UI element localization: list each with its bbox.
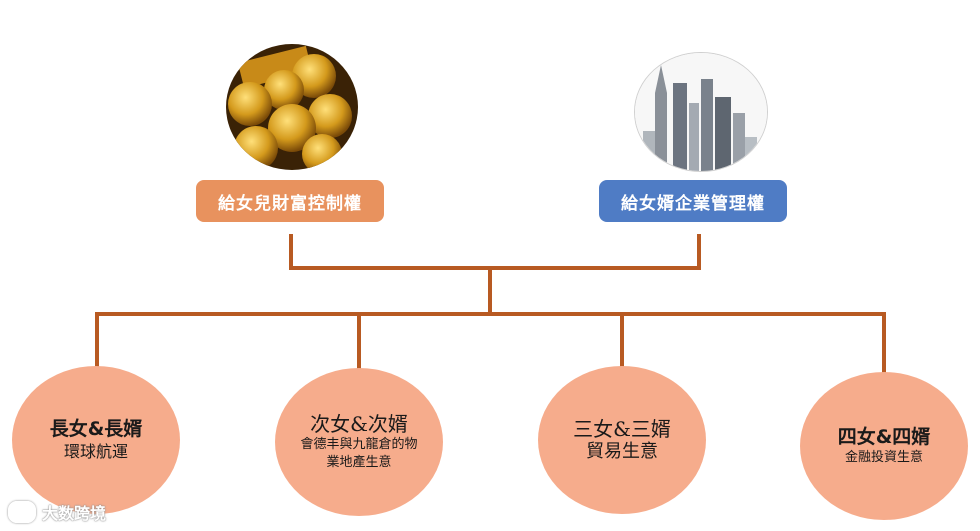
gold-coins-image bbox=[226, 44, 358, 170]
child-node-1: 長女&長婿 環球航運 bbox=[12, 366, 180, 514]
child-business: 貿易生意 bbox=[586, 441, 658, 462]
watermark-text: 大数跨境 bbox=[42, 504, 107, 523]
watermark-logo-icon bbox=[8, 501, 36, 523]
child-business: 金融投資生意 bbox=[844, 450, 923, 465]
wealth-control-box: 給女兒財富控制權 bbox=[196, 180, 384, 222]
child-title: 長女&長婿 bbox=[49, 418, 143, 440]
child-node-4: 四女&四婿 金融投資生意 bbox=[800, 372, 968, 520]
child-title: 四女&四婿 bbox=[837, 426, 931, 448]
child-business: 環球航運 bbox=[63, 442, 128, 461]
child-title: 次女&次婿 bbox=[310, 412, 408, 436]
watermark: 大数跨境 bbox=[8, 500, 106, 524]
child-title: 三女&三婿 bbox=[573, 417, 671, 441]
child-business: 會德丰與九龍倉的物業地產生意 bbox=[300, 437, 418, 470]
business-management-box: 給女婿企業管理權 bbox=[599, 180, 787, 222]
child-node-3: 三女&三婿 貿易生意 bbox=[538, 366, 706, 514]
child-node-2: 次女&次婿 會德丰與九龍倉的物業地產生意 bbox=[275, 368, 443, 516]
bottom-bus bbox=[95, 312, 886, 374]
skyscrapers-image bbox=[634, 52, 768, 172]
top-connector bbox=[289, 234, 701, 270]
